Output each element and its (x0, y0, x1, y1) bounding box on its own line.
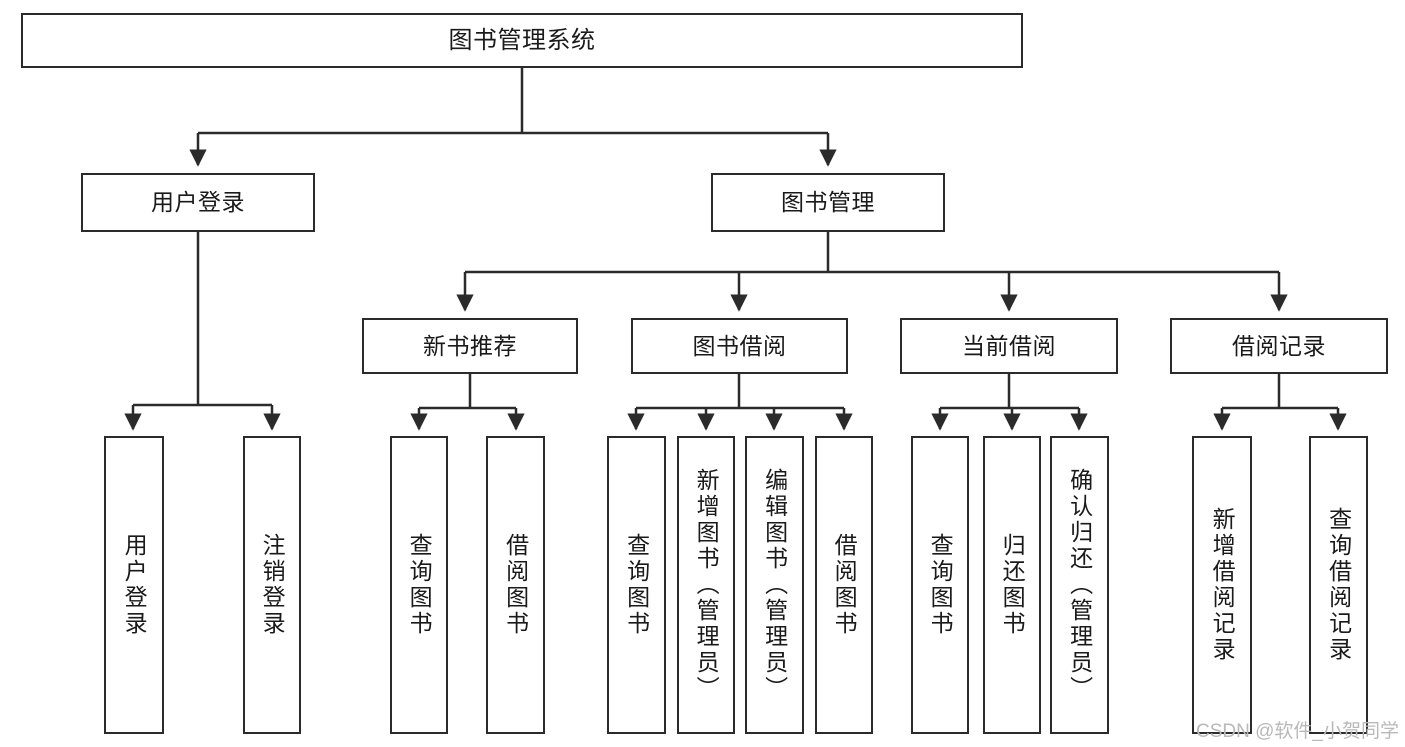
node-leaf-confirm-return-label: 确认归还（管理员） (1066, 468, 1093, 702)
node-new-book-recommend[interactable]: 新书推荐 (362, 318, 578, 374)
node-book-borrow-label: 图书借阅 (692, 332, 787, 359)
node-leaf-edit-book-label: 编辑图书（管理员） (761, 468, 788, 702)
node-leaf-query-book-1-label: 查询图书 (406, 533, 433, 637)
node-borrow-record[interactable]: 借阅记录 (1170, 318, 1388, 374)
node-leaf-return-book-label: 归还图书 (999, 533, 1026, 637)
node-current-borrow[interactable]: 当前借阅 (900, 318, 1118, 374)
node-user-login-label: 用户登录 (151, 189, 245, 216)
node-root-label: 图书管理系统 (448, 26, 596, 54)
watermark-text: CSDN @软件_小贺同学 (1196, 721, 1399, 742)
node-leaf-query-book-2-label: 查询图书 (623, 533, 650, 637)
node-leaf-query-book-2[interactable]: 查询图书 (607, 436, 666, 734)
node-leaf-borrow-book-1[interactable]: 借阅图书 (486, 436, 545, 734)
node-leaf-query-book-3[interactable]: 查询图书 (911, 436, 969, 734)
node-leaf-add-book-label: 新增图书（管理员） (693, 468, 720, 702)
node-leaf-logout-label: 注销登录 (259, 533, 286, 637)
node-leaf-logout[interactable]: 注销登录 (243, 436, 301, 734)
node-book-management-label: 图书管理 (781, 189, 875, 216)
node-borrow-record-label: 借阅记录 (1232, 332, 1326, 359)
node-leaf-edit-book[interactable]: 编辑图书（管理员） (745, 436, 804, 734)
node-root[interactable]: 图书管理系统 (21, 13, 1023, 68)
node-leaf-borrow-book-2[interactable]: 借阅图书 (815, 436, 873, 734)
node-current-borrow-label: 当前借阅 (962, 332, 1056, 359)
node-user-login[interactable]: 用户登录 (81, 173, 315, 232)
node-leaf-borrow-book-2-label: 借阅图书 (831, 533, 858, 637)
node-book-borrow[interactable]: 图书借阅 (631, 318, 848, 374)
node-leaf-query-book-3-label: 查询图书 (927, 533, 954, 637)
node-leaf-add-record-label: 新增借阅记录 (1209, 507, 1236, 663)
node-leaf-user-login[interactable]: 用户登录 (104, 436, 164, 734)
node-leaf-user-login-label: 用户登录 (121, 533, 148, 637)
node-leaf-query-book-1[interactable]: 查询图书 (390, 436, 448, 734)
node-book-management[interactable]: 图书管理 (711, 173, 945, 232)
node-leaf-query-record[interactable]: 查询借阅记录 (1309, 436, 1368, 734)
node-new-book-recommend-label: 新书推荐 (423, 332, 517, 359)
node-leaf-add-book[interactable]: 新增图书（管理员） (677, 436, 735, 734)
node-leaf-query-record-label: 查询借阅记录 (1325, 507, 1352, 663)
node-leaf-add-record[interactable]: 新增借阅记录 (1192, 436, 1252, 734)
node-leaf-return-book[interactable]: 归还图书 (983, 436, 1041, 734)
node-leaf-confirm-return[interactable]: 确认归还（管理员） (1050, 436, 1109, 734)
node-leaf-borrow-book-1-label: 借阅图书 (502, 533, 529, 637)
